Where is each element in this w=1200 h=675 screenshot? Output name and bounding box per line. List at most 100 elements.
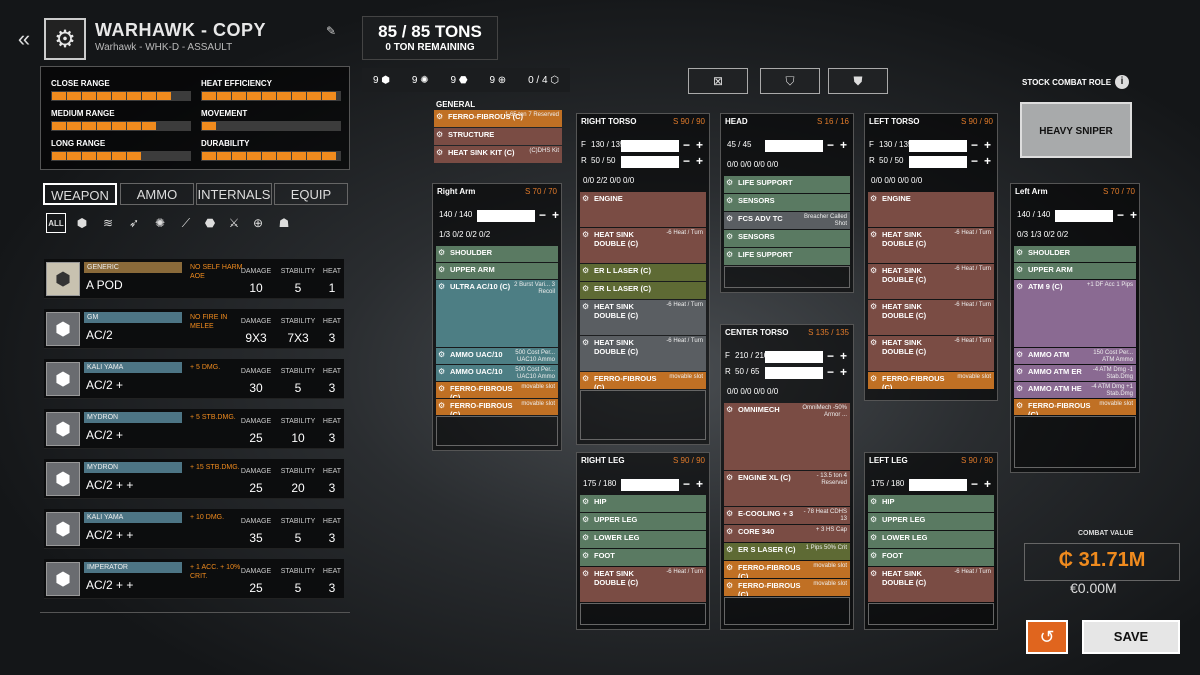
filter-target-icon[interactable]: ⊕ (252, 216, 264, 230)
tab-weapon[interactable]: WEAPON (43, 183, 117, 205)
equipment-slot[interactable]: ⚙FERRO-FIBROUS (C)movable slot (1014, 399, 1136, 415)
equipment-slot[interactable]: ⚙ER S LASER (C)1 Pips 50% Crit (724, 543, 850, 560)
equipment-slot[interactable]: ⚙HIP (580, 495, 706, 512)
equipment-slot[interactable]: ⚙HEAT SINK DOUBLE (C)-6 Heat / Turn (580, 228, 706, 263)
equipment-slot[interactable]: ⚙HEAT SINK DOUBLE (C)-6 Heat / Turn (868, 264, 994, 299)
equipment-slot[interactable]: ⚙HEAT SINK DOUBLE (C)-6 Heat / Turn (868, 228, 994, 263)
equipment-slot[interactable]: ⚙HEAT SINK DOUBLE (C)-6 Heat / Turn (580, 567, 706, 602)
plus-icon[interactable]: + (840, 365, 848, 379)
minus-icon[interactable]: − (971, 154, 979, 168)
armor-input[interactable] (765, 351, 823, 363)
equipment-slot[interactable]: ⚙AMMO ATM ER-4 ATM Dmg -1 Stab.Dmg (1014, 365, 1136, 381)
equipment-slot[interactable]: ⚙ENGINE XL (C)- 13.5 ton 4 Reserved (724, 471, 850, 506)
equipment-slot[interactable]: ⚙LIFE SUPPORT (724, 176, 850, 193)
equipment-slot[interactable]: ⚙ENGINE (580, 192, 706, 227)
equipment-slot[interactable]: ⚙E-COOLING + 3- 78 Heat CDHS 13 (724, 507, 850, 524)
filter-flamer-icon[interactable]: ✺ (154, 216, 166, 230)
armor-input[interactable] (765, 140, 823, 152)
filter-person-icon[interactable]: ☗ (278, 216, 290, 230)
empty-slot[interactable] (436, 416, 558, 446)
armor-input[interactable] (621, 479, 679, 491)
equipment-slot[interactable]: ⚙UPPER ARM (1014, 263, 1136, 279)
minus-icon[interactable]: − (971, 138, 979, 152)
filter-ammo-icon[interactable]: ⬣ (204, 216, 216, 230)
empty-slot[interactable] (868, 603, 994, 625)
equipment-slot[interactable]: ⚙ENGINE (868, 192, 994, 227)
equipment-slot[interactable]: ⚙UPPER ARM (436, 263, 558, 279)
armor-input[interactable] (765, 367, 823, 379)
undo-icon[interactable]: ↺ (1026, 620, 1068, 654)
filter-missile-icon[interactable]: ➶ (128, 216, 140, 230)
equipment-slot[interactable]: ⚙ER L LASER (C) (580, 282, 706, 299)
equipment-slot[interactable]: ⚙LIFE SUPPORT (724, 248, 850, 265)
equipment-slot[interactable]: ⚙FOOT (868, 549, 994, 566)
plus-icon[interactable]: + (696, 477, 704, 491)
filter-energy-icon[interactable]: ≋ (102, 216, 114, 230)
double-chevron-left-icon[interactable]: « (17, 26, 31, 51)
tab-internals[interactable]: INTERNALS (196, 183, 272, 205)
equipment-slot[interactable]: ⚙HEAT SINK DOUBLE (C)-6 Heat / Turn (868, 300, 994, 335)
plus-icon[interactable]: + (840, 349, 848, 363)
plus-icon[interactable]: + (552, 208, 560, 222)
equipment-slot[interactable]: ⚙ULTRA AC/10 (C)2 Burst Vari... 3 Recoil (436, 280, 558, 347)
empty-slot[interactable] (580, 390, 706, 440)
filter-all[interactable]: ALL (46, 213, 66, 233)
equipment-slot[interactable]: ⚙CORE 340+ 3 HS Cap (724, 525, 850, 542)
minus-icon[interactable]: − (683, 477, 691, 491)
armor-input[interactable] (477, 210, 535, 222)
armor-input[interactable] (1055, 210, 1113, 222)
empty-slot[interactable] (724, 266, 850, 288)
minus-icon[interactable]: − (539, 208, 547, 222)
equipment-slot[interactable]: ⚙HEAT SINK DOUBLE (C)-6 Heat / Turn (868, 567, 994, 602)
equipment-slot[interactable]: ⚙ER L LASER (C) (580, 264, 706, 281)
plus-icon[interactable]: + (1130, 208, 1138, 222)
equipment-slot[interactable]: ⚙FERRO-FIBROUS (C)movable slot (868, 372, 994, 389)
equipment-slot[interactable]: ⚙HEAT SINK DOUBLE (C)-6 Heat / Turn (580, 300, 706, 335)
filter-melee-icon[interactable]: ⚔ (228, 216, 240, 230)
equipment-slot[interactable]: ⚙SENSORS (724, 194, 850, 211)
empty-slot[interactable] (724, 597, 850, 625)
equipment-slot[interactable]: ⚙ATM 9 (C)+1 DF Acc 1 Pips (1014, 280, 1136, 347)
pencil-icon[interactable]: ✎ (326, 24, 337, 38)
strip-weapons-icon[interactable]: ⛉ (760, 68, 820, 94)
save-button[interactable]: SAVE (1082, 620, 1180, 654)
general-slot[interactable]: ⚙HEAT SINK KIT (C)(C)DHS Kit (434, 146, 562, 163)
minus-icon[interactable]: − (971, 477, 979, 491)
equipment-slot[interactable]: ⚙LOWER LEG (580, 531, 706, 548)
armor-shield-icon[interactable]: ⛊ (828, 68, 888, 94)
equipment-slot[interactable]: ⚙FERRO-FIBROUS (C)movable slot (724, 579, 850, 596)
minus-icon[interactable]: − (683, 138, 691, 152)
strip-all-icon[interactable]: ⊠ (688, 68, 748, 94)
equipment-slot[interactable]: ⚙HIP (868, 495, 994, 512)
tab-equip[interactable]: EQUIP (274, 183, 348, 205)
empty-slot[interactable] (1014, 416, 1136, 468)
plus-icon[interactable]: + (984, 138, 992, 152)
plus-icon[interactable]: + (696, 138, 704, 152)
plus-icon[interactable]: + (696, 154, 704, 168)
minus-icon[interactable]: − (683, 154, 691, 168)
equipment-slot[interactable]: ⚙SHOULDER (436, 246, 558, 262)
equipment-slot[interactable]: ⚙AMMO ATM HE-4 ATM Dmg +1 Stab.Dmg (1014, 382, 1136, 398)
tab-ammo[interactable]: AMMO (120, 183, 194, 205)
list-scroll-track[interactable] (40, 612, 350, 618)
plus-icon[interactable]: + (984, 477, 992, 491)
filter-ballistic-icon[interactable]: ⬢ (76, 216, 88, 230)
equipment-slot[interactable]: ⚙HEAT SINK DOUBLE (C)-6 Heat / Turn (868, 336, 994, 371)
armor-input[interactable] (621, 140, 679, 152)
general-slot[interactable]: ⚙STRUCTURE (434, 128, 562, 145)
filter-support-icon[interactable]: ⟋ (181, 216, 191, 230)
armor-input[interactable] (909, 140, 967, 152)
minus-icon[interactable]: − (827, 349, 835, 363)
plus-icon[interactable]: + (840, 138, 848, 152)
